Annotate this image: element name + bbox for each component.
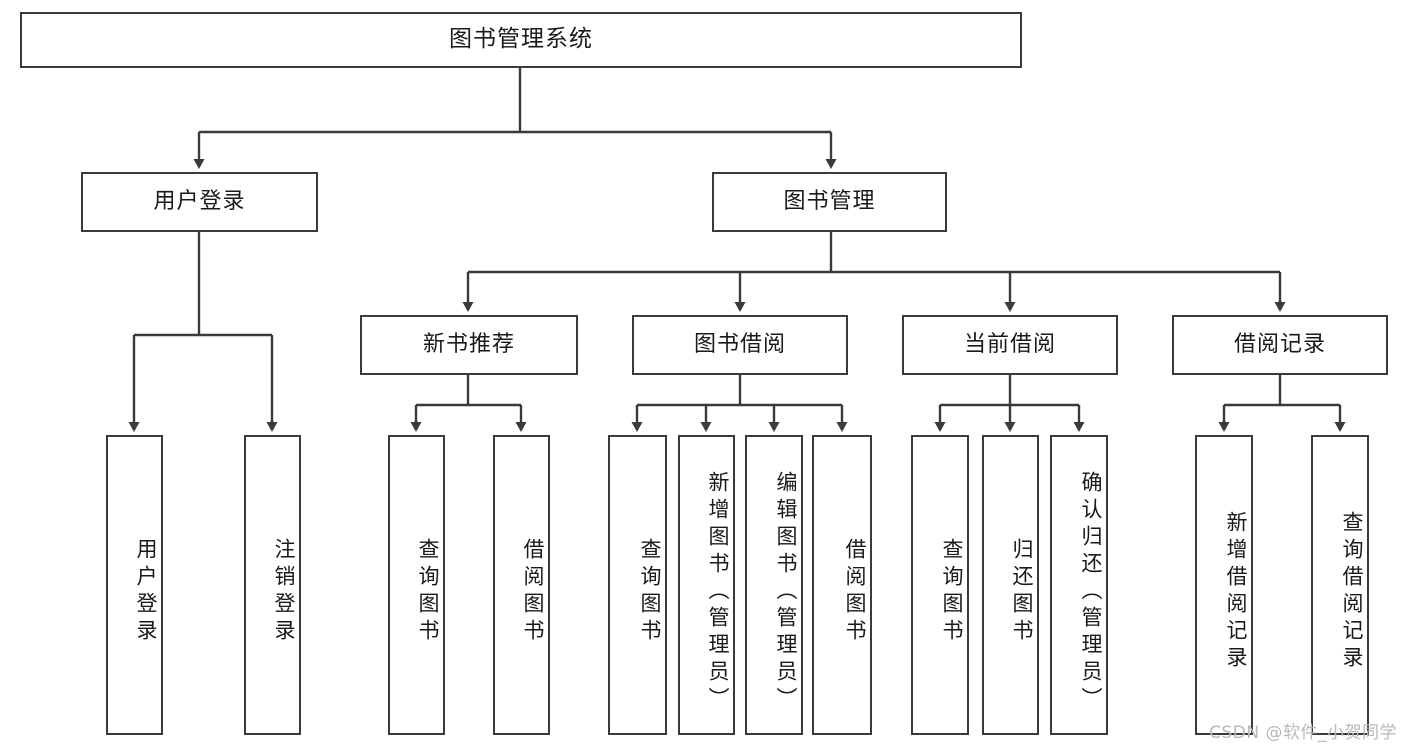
node-root-system[interactable]: 图书管理系统 — [20, 12, 1022, 68]
leaf-borrow-borrow-book[interactable]: 借阅图书 — [812, 435, 872, 735]
leaf-new-book-query[interactable]: 查询图书 — [388, 435, 445, 735]
watermark-csdn: CSDN @软件_小贺同学 — [1209, 723, 1397, 743]
node-book-management[interactable]: 图书管理 — [712, 172, 947, 232]
leaf-current-confirm-return-admin[interactable]: 确认归还（管理员） — [1050, 435, 1108, 735]
node-borrow-record[interactable]: 借阅记录 — [1172, 315, 1388, 375]
node-book-borrow[interactable]: 图书借阅 — [632, 315, 848, 375]
leaf-record-query-record[interactable]: 查询借阅记录 — [1311, 435, 1369, 735]
node-user-login[interactable]: 用户登录 — [81, 172, 318, 232]
leaf-borrow-add-book-admin[interactable]: 新增图书（管理员） — [678, 435, 735, 735]
leaf-record-add-record[interactable]: 新增借阅记录 — [1195, 435, 1253, 735]
node-new-book-recommend[interactable]: 新书推荐 — [360, 315, 578, 375]
leaf-user-login-logout[interactable]: 注销登录 — [244, 435, 301, 735]
leaf-user-login-login[interactable]: 用户登录 — [106, 435, 163, 735]
leaf-new-book-borrow[interactable]: 借阅图书 — [493, 435, 550, 735]
leaf-current-return-book[interactable]: 归还图书 — [982, 435, 1039, 735]
leaf-borrow-query-book[interactable]: 查询图书 — [608, 435, 667, 735]
leaf-borrow-edit-book-admin[interactable]: 编辑图书（管理员） — [745, 435, 803, 735]
leaf-current-query-book[interactable]: 查询图书 — [911, 435, 969, 735]
node-current-borrow[interactable]: 当前借阅 — [902, 315, 1118, 375]
